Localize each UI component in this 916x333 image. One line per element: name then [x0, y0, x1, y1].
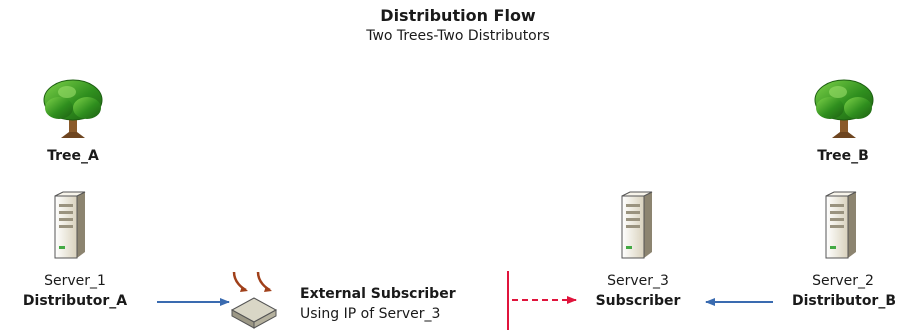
router-icon	[230, 271, 278, 329]
subscriber-label: Subscriber	[595, 293, 681, 309]
diagram-title: Distribution Flow	[380, 6, 536, 25]
distributor-a-label: Distributor_A	[22, 293, 128, 309]
tree-icon	[814, 79, 874, 138]
server3-label: Server_3	[607, 273, 669, 289]
tree-icon	[43, 79, 103, 138]
tree-label-b: Tree_B	[817, 148, 869, 164]
external-subscriber-label: External Subscriber	[300, 286, 456, 302]
server-icon	[825, 191, 857, 259]
external-subscriber-detail: Using IP of Server_3	[300, 306, 441, 322]
server-icon	[54, 191, 86, 259]
server-icon	[621, 191, 653, 259]
server1-label: Server_1	[44, 273, 106, 289]
tree-label-a: Tree_A	[47, 148, 99, 164]
diagram-subtitle: Two Trees-Two Distributors	[366, 28, 550, 44]
server2-label: Server_2	[812, 273, 874, 289]
distributor-b-label: Distributor_B	[791, 293, 897, 309]
